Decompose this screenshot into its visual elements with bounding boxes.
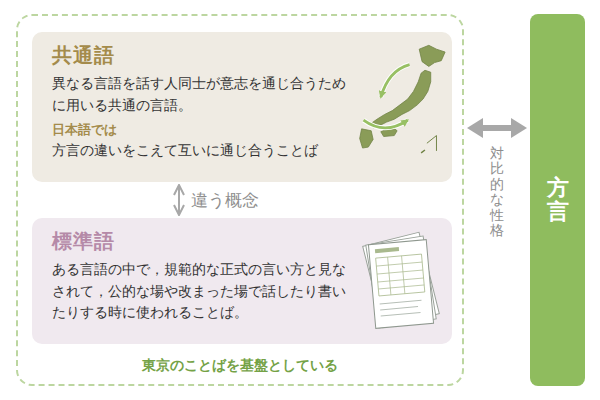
okinawa (421, 150, 425, 153)
inset-frame (427, 136, 437, 151)
map-arrow-outline (364, 120, 408, 128)
honshu (370, 70, 430, 128)
map-arrow (381, 65, 410, 98)
sub-heading: 日本語では (52, 121, 348, 139)
connector-arrow (479, 125, 515, 131)
table-rule (376, 262, 422, 266)
text-line (380, 307, 418, 310)
text-line (380, 300, 422, 304)
body-text: 異なる言語を話す人同士が意志を通じ合うために用いる共通の言語。 (52, 73, 348, 116)
edge-label: 違う概念 (191, 189, 259, 212)
table-rule (388, 257, 391, 295)
paper-sheet (366, 236, 436, 328)
concept-box: 標準語ある言語の中で，規範的な正式の言い方と見なされて，公的な場や改まった場で話… (32, 218, 452, 344)
japan-map (352, 42, 448, 160)
dialect-bar: 方言 (530, 14, 585, 386)
box-heading: 標準語 (52, 228, 356, 255)
map-arrow-outline (381, 65, 410, 98)
hokkaido (419, 45, 445, 66)
table-rule (377, 270, 423, 274)
caption-text: 東京のことばを基盤としている (142, 357, 338, 375)
body-text: ある言語の中で，規範的な正式の言い方と見なされて，公的な場や改まった場で話したり… (52, 259, 356, 324)
sheet-header (375, 247, 399, 253)
document-stack (360, 228, 440, 338)
table-rule (402, 256, 405, 294)
table-rule (378, 285, 424, 289)
concept-box: 共通語異なる言語を話す人同士が意志を通じ合うために用いる共通の言語。日本語では方… (32, 32, 452, 182)
paper-sheet (368, 240, 433, 329)
body-text: 方言の違いをこえて互いに通じ合うことば (52, 140, 348, 162)
kyushu (360, 129, 373, 148)
edge-label: 対比的な性格 (490, 146, 504, 238)
front-sheet (368, 240, 433, 329)
connector-arrow (178, 185, 180, 215)
text-line (381, 312, 421, 315)
table-rule (378, 278, 424, 282)
box-heading: 共通語 (52, 42, 348, 69)
bar-label: 方言 (547, 176, 569, 224)
sheet-table (376, 254, 425, 296)
paper-sheet (363, 232, 440, 328)
map-arrow (364, 120, 408, 128)
